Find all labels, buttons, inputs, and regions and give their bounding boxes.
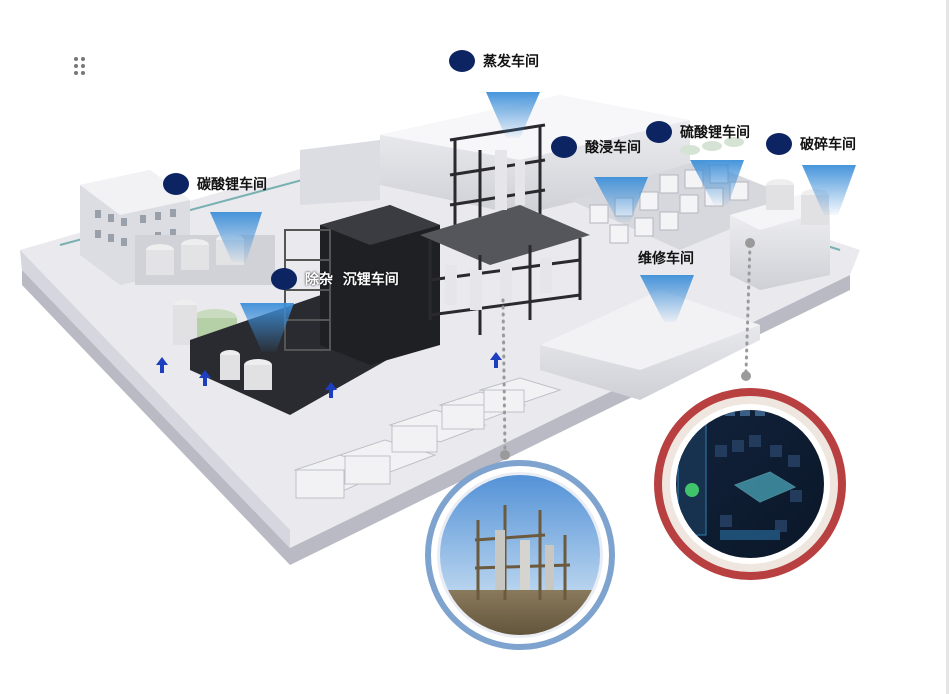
label-lithium-sulfate-workshop[interactable]: 硫酸锂车间: [646, 121, 750, 143]
front-sheds: [293, 377, 562, 499]
label-acid-leaching-workshop[interactable]: 酸浸车间: [551, 136, 641, 158]
beacon-cone-icon: [210, 92, 856, 352]
callout-connectors: [501, 243, 752, 452]
location-marker-icon: [551, 136, 577, 158]
location-marker-icon: [163, 173, 189, 195]
workshop-name: 破碎车间: [800, 137, 856, 153]
evaporation-photo-callout[interactable]: [425, 460, 615, 650]
connector-end-dot: [741, 371, 751, 381]
label-impurity-removal-workshop[interactable]: 除杂 沉锂车间: [271, 268, 399, 290]
workshop-name: 酸浸车间: [585, 140, 641, 156]
location-marker-icon: [271, 268, 297, 290]
location-marker-icon: [766, 133, 792, 155]
impurity-removal-plant: [190, 205, 440, 415]
maintenance-building: [540, 290, 760, 400]
workshop-name: 硫酸锂车间: [680, 125, 750, 141]
evaporation-vessels: [445, 150, 552, 310]
label-crushing-workshop[interactable]: 破碎车间: [766, 133, 856, 155]
drag-handle-icon[interactable]: [74, 57, 86, 77]
entrance-arrow-icon: [156, 352, 502, 398]
location-marker-icon: [449, 50, 475, 72]
label-evaporation-workshop[interactable]: 蒸发车间: [449, 50, 539, 72]
connector-end-dot: [500, 450, 510, 460]
workshop-name: 维修车间: [638, 251, 694, 267]
digital-twin-dashboard-callout[interactable]: [654, 388, 846, 580]
workshop-name: 蒸发车间: [483, 54, 539, 70]
location-marker-icon: [646, 121, 672, 143]
connector-start-dot: [745, 238, 755, 248]
label-maintenance-workshop[interactable]: 维修车间: [638, 248, 694, 268]
label-lithium-carbonate-workshop[interactable]: 碳酸锂车间: [163, 173, 267, 195]
page-edge-divider: [946, 0, 949, 694]
workshop-name: 除杂 沉锂车间: [305, 272, 399, 288]
workshop-name: 碳酸锂车间: [197, 177, 267, 193]
